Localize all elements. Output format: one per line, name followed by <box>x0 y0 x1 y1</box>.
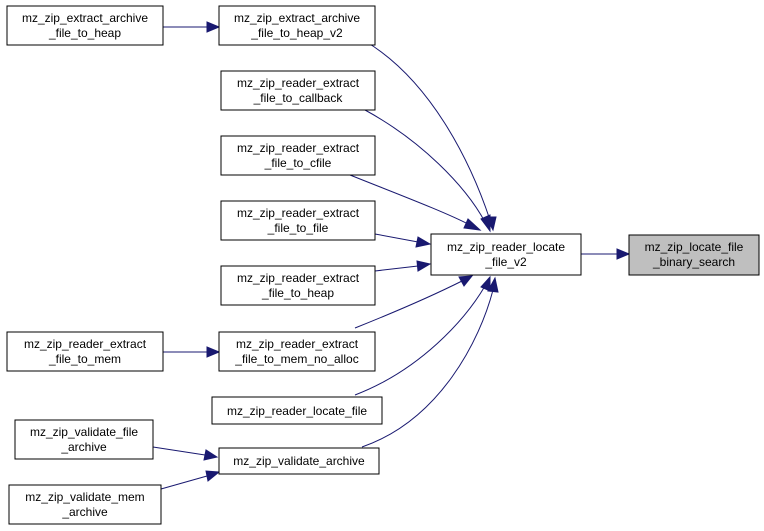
node-mz-zip-reader-extract-file-to-heap[interactable]: mz_zip_reader_extract _file_to_heap <box>220 265 376 306</box>
node-label-line1: mz_zip_extract_archive <box>22 11 148 25</box>
node-mz-zip-validate-mem-archive[interactable]: mz_zip_validate_mem _archive <box>8 484 162 525</box>
node-label-line1: mz_zip_reader_extract <box>237 206 360 220</box>
node-mz-zip-reader-extract-file-to-callback[interactable]: mz_zip_reader_extract _file_to_callback <box>220 70 376 111</box>
node-mz-zip-locate-file-binary-search[interactable]: mz_zip_locate_file _binary_search <box>628 234 760 276</box>
edge-locate-v2-to-binary <box>581 248 631 260</box>
node-label-line1: mz_zip_reader_locate <box>447 240 565 254</box>
node-label-line2: _file_to_mem_no_alloc <box>234 352 358 366</box>
node-label-line2: _file_to_heap <box>48 26 121 40</box>
edges <box>152 21 631 490</box>
node-mz-zip-validate-file-archive[interactable]: mz_zip_validate_file _archive <box>14 419 154 460</box>
node-mz-zip-reader-extract-file-to-file[interactable]: mz_zip_reader_extract _file_to_file <box>220 200 376 241</box>
node-mz-zip-extract-archive-file-to-heap[interactable]: mz_zip_extract_archive _file_to_heap <box>6 5 164 46</box>
node-label-line2: _file_to_cfile <box>264 156 332 170</box>
edge-mem-to-mem-noalloc <box>163 346 221 358</box>
node-mz-zip-extract-archive-file-to-heap-v2[interactable]: mz_zip_extract_archive _file_to_heap_v2 <box>218 5 376 46</box>
node-label-line2: _file_to_file <box>267 221 329 235</box>
node-mz-zip-reader-extract-file-to-cfile[interactable]: mz_zip_reader_extract _file_to_cfile <box>220 135 376 176</box>
node-label-line2: _file_to_heap <box>261 286 334 300</box>
edge-val-mem-to-val-archive <box>160 470 221 490</box>
nodes: mz_zip_extract_archive _file_to_heap mz_… <box>6 5 760 525</box>
node-label-line1: mz_zip_reader_extract <box>237 76 360 90</box>
node-mz-zip-reader-locate-file[interactable]: mz_zip_reader_locate_file <box>211 396 383 425</box>
node-label-line2: _archive <box>61 505 108 519</box>
node-label-line1: mz_zip_reader_extract <box>237 141 360 155</box>
node-mz-zip-reader-extract-file-to-mem[interactable]: mz_zip_reader_extract _file_to_mem <box>6 331 164 372</box>
node-label-line2: _file_to_callback <box>253 91 344 105</box>
node-label-line1: mz_zip_reader_extract <box>24 337 147 351</box>
edge-heap-v2-to-locate-v2 <box>364 40 497 232</box>
node-label-line1: mz_zip_reader_extract <box>237 271 360 285</box>
node-label-line1: mz_zip_validate_file <box>30 425 138 439</box>
edge-mem-noalloc-to-locate-v2 <box>354 275 474 329</box>
edge-cfile-to-locate-v2 <box>349 174 482 231</box>
node-mz-zip-reader-extract-file-to-mem-no-alloc[interactable]: mz_zip_reader_extract _file_to_mem_no_al… <box>218 331 376 372</box>
node-label-line1: mz_zip_reader_extract <box>236 337 359 351</box>
node-mz-zip-validate-archive[interactable]: mz_zip_validate_archive <box>218 447 380 475</box>
edge-file-to-locate-v2 <box>374 233 432 248</box>
node-label-line2: _binary_search <box>652 255 735 269</box>
node-label-line1: mz_zip_extract_archive <box>234 11 360 25</box>
edge-rheap-to-locate-v2 <box>374 260 432 272</box>
node-label-line2: _file_to_mem <box>48 352 121 366</box>
edge-val-archive-to-locate-v2 <box>361 276 499 448</box>
node-mz-zip-reader-locate-file-v2[interactable]: mz_zip_reader_locate _file_v2 <box>430 233 582 276</box>
node-label-line2: _file_v2 <box>484 255 527 269</box>
node-label-line1: mz_zip_reader_locate_file <box>227 404 367 418</box>
node-label-line2: _file_to_heap_v2 <box>250 26 343 40</box>
edge-callback-to-locate-v2 <box>364 109 491 233</box>
node-label-line1: mz_zip_validate_archive <box>233 454 365 468</box>
node-label-line1: mz_zip_validate_mem <box>25 490 144 504</box>
node-label-line2: _archive <box>60 440 107 454</box>
edge-heap-to-heap-v2 <box>163 21 221 33</box>
edge-val-file-to-val-archive <box>152 446 219 461</box>
edge-locate-file-to-locate-v2 <box>354 275 491 396</box>
node-label-line1: mz_zip_locate_file <box>645 240 744 254</box>
